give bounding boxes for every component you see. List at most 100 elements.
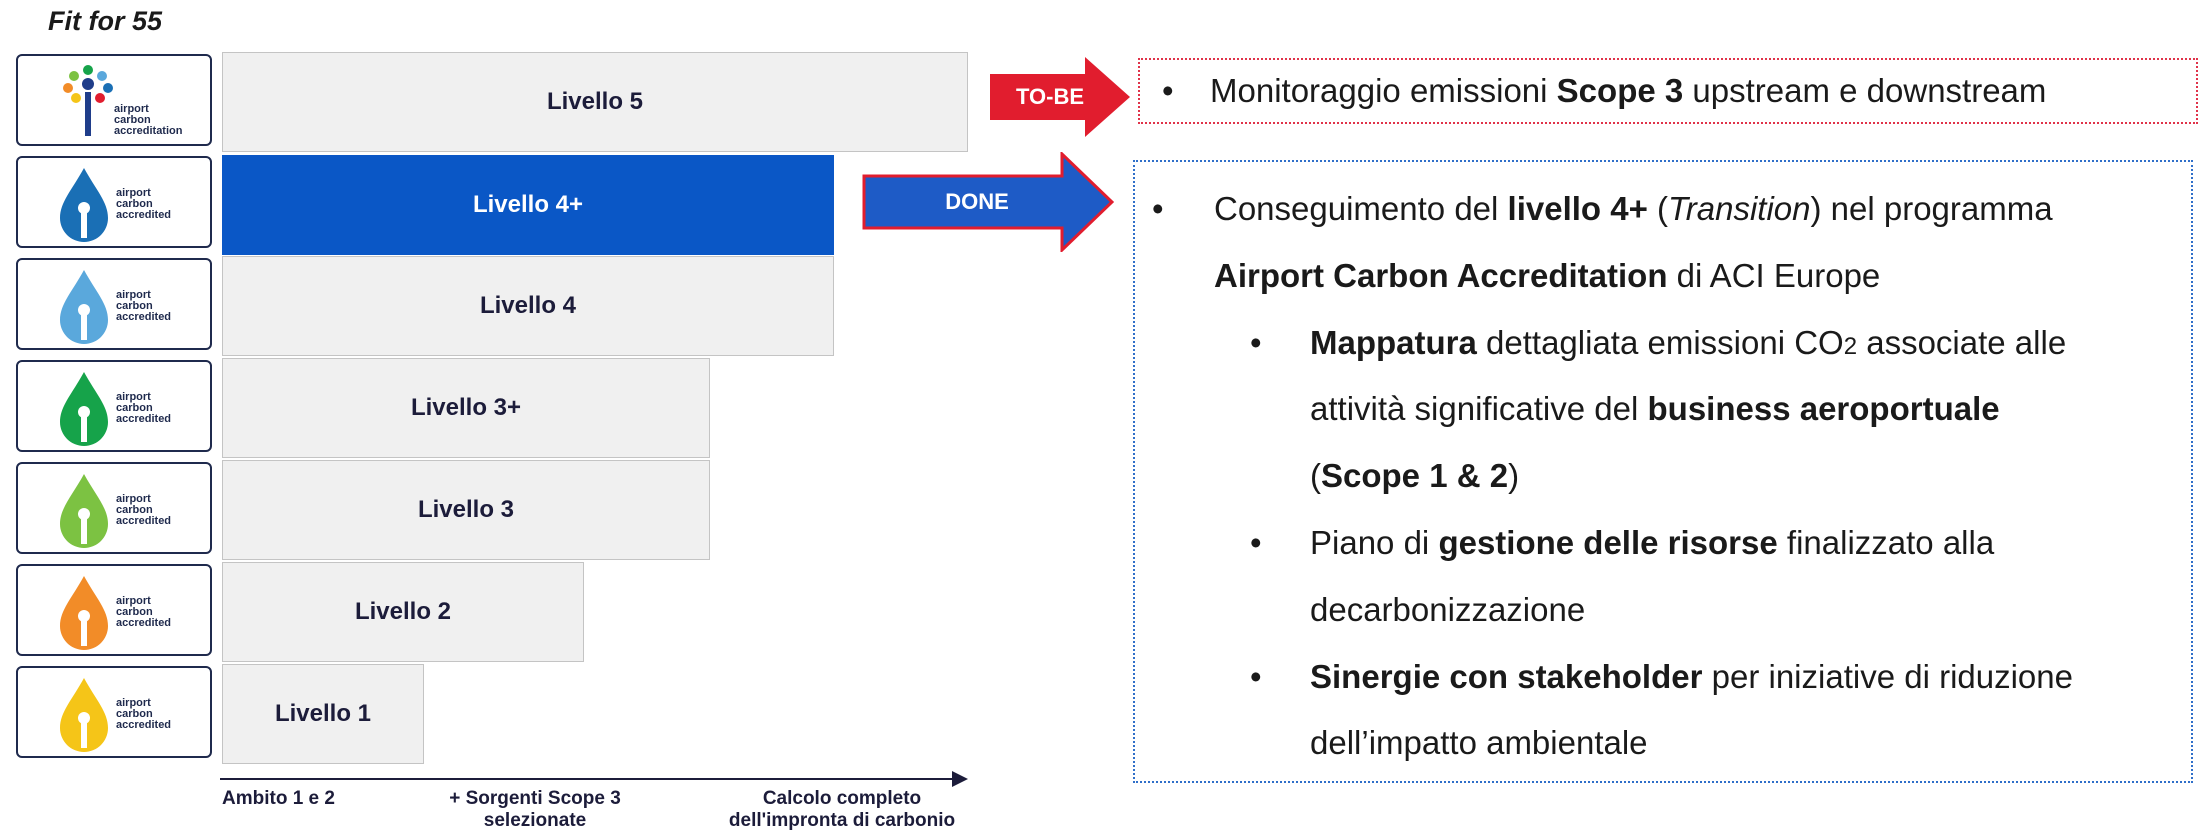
level-bar: Livello 4+ [222,155,834,255]
logo-text-word: airport [116,391,151,403]
logo-text-word: carbon [116,300,153,312]
x-axis-line [220,778,960,780]
axis-label-scope3: + Sorgenti Scope 3 selezionate [420,788,650,832]
sub3-bold: Sinergie con stakeholder [1310,658,1703,695]
logo-text-word: accredited [116,515,172,527]
done-box [1133,160,2193,783]
sub-bullet-3: • [1250,658,1262,695]
axis-label-scope3-line1: + Sorgenti Scope 3 [449,788,621,809]
drop-logo-icon [60,678,108,752]
sub1-line3-open: ( [1310,457,1321,494]
tobe-arrow [990,57,1130,137]
sub3-post: per iniziative di riduzione [1702,658,2073,695]
logo-text-word: carbon [116,402,153,414]
done-line1: Conseguimento del livello 4+ (Transition… [1214,176,2053,242]
logo-text-word: accredited [116,413,172,425]
logo-text-word: airport [116,595,151,607]
sub2-line2: decarbonizzazione [1310,591,1586,628]
logo-text-word: accreditation [114,125,183,137]
logo-text-word: accredited [116,311,172,323]
logo-text-word: airport [116,289,151,301]
sub1-co2-subscript: 2 [1843,333,1858,360]
sub1-line3-close: ) [1508,457,1520,494]
axis-label-full-line2: dell'impronta di carbonio [728,810,956,831]
logo-text-word: carbon [116,606,153,618]
tobe-tag: TO-BE [1015,84,1085,109]
drop-logo-icon [60,270,108,344]
logo-text-word: airport [116,697,151,709]
done-tag: DONE [945,189,1009,214]
logo-text-word: carbon [116,198,153,210]
sub2-pre: Piano di [1310,524,1439,561]
done-line2: Airport Carbon Accreditation di ACI Euro… [1214,243,1880,309]
tobe-bullet: • [1162,72,1174,109]
done-line1-bold: livello 4+ [1507,190,1648,227]
level-bar: Livello 5 [222,52,968,152]
done-line1-post: ) nel programma [1810,190,2053,227]
tobe-text-post: upstream e downstream [1683,72,2047,109]
drop-logo-icon [60,372,108,446]
level-bar: Livello 3 [222,460,710,560]
sub1-line1-end: associate alle [1857,324,2067,361]
logo-text-word: accredited [116,209,172,221]
level-bar: Livello 1 [222,664,424,764]
axis-label-scope3-line2: selezionate [483,810,587,831]
sub1-line1-post: dettagliata emissioni CO [1476,324,1844,361]
done-line1-pre: Conseguimento del [1214,190,1508,227]
axis-label-full: Calcolo completo dell'impronta di carbon… [712,788,972,832]
tobe-box: • Monitoraggio emissioni Scope 3 upstrea… [1138,58,2198,124]
drop-logo-icon [60,474,108,548]
sub1-bold: Mappatura [1310,324,1477,361]
tobe-text-bold: Scope 3 [1556,72,1684,109]
logo-text-word: carbon [116,708,153,720]
drop-logo-icon [60,576,108,650]
logo-text-word: airport [116,493,151,505]
sub1-line3: (Scope 1 & 2) [1310,443,1519,509]
drop-logo-icon [60,168,108,242]
logo-text-word: airport [114,103,149,115]
sub-bullet-2: • [1250,524,1262,561]
sub1-line2-pre: attività significative del [1310,390,1648,427]
sub3-line1: Sinergie con stakeholder per iniziative … [1310,644,2073,710]
done-bullet-main: • [1152,190,1164,227]
level-bar: Livello 2 [222,562,584,662]
tobe-text-pre: Monitoraggio emissioni [1210,72,1557,109]
logo-text-word: accredited [116,719,172,731]
logo-text-word: carbon [114,114,151,126]
logo-text-word: carbon [116,504,153,516]
done-line2-post: di ACI Europe [1667,257,1881,294]
sub2-post: finalizzato alla [1777,524,1995,561]
done-line1-mid: ( [1647,190,1669,227]
done-line2-bold: Airport Carbon Accreditation [1214,257,1668,294]
x-axis-arrowhead [952,771,968,787]
level-bar: Livello 3+ [222,358,710,458]
axis-label-full-line1: Calcolo completo [762,788,922,809]
page-title: Fit for 55 [48,6,163,36]
sub1-line2: attività significative del business aero… [1310,376,2000,442]
sub1-line3-bold: Scope 1 & 2 [1321,457,1509,494]
done-line1-italic: Transition [1668,190,1811,227]
level-bar: Livello 4 [222,256,834,356]
tree-logo-icon [63,65,113,136]
sub3-line2: dell’impatto ambientale [1310,724,1648,761]
sub2-bold: gestione delle risorse [1438,524,1778,561]
logo-text-word: accredited [116,617,172,629]
logo-text-word: airport [116,187,151,199]
done-arrow [862,152,1114,252]
axis-label-scope12: Ambito 1 e 2 [222,788,335,809]
sub-bullet-1: • [1250,324,1262,361]
